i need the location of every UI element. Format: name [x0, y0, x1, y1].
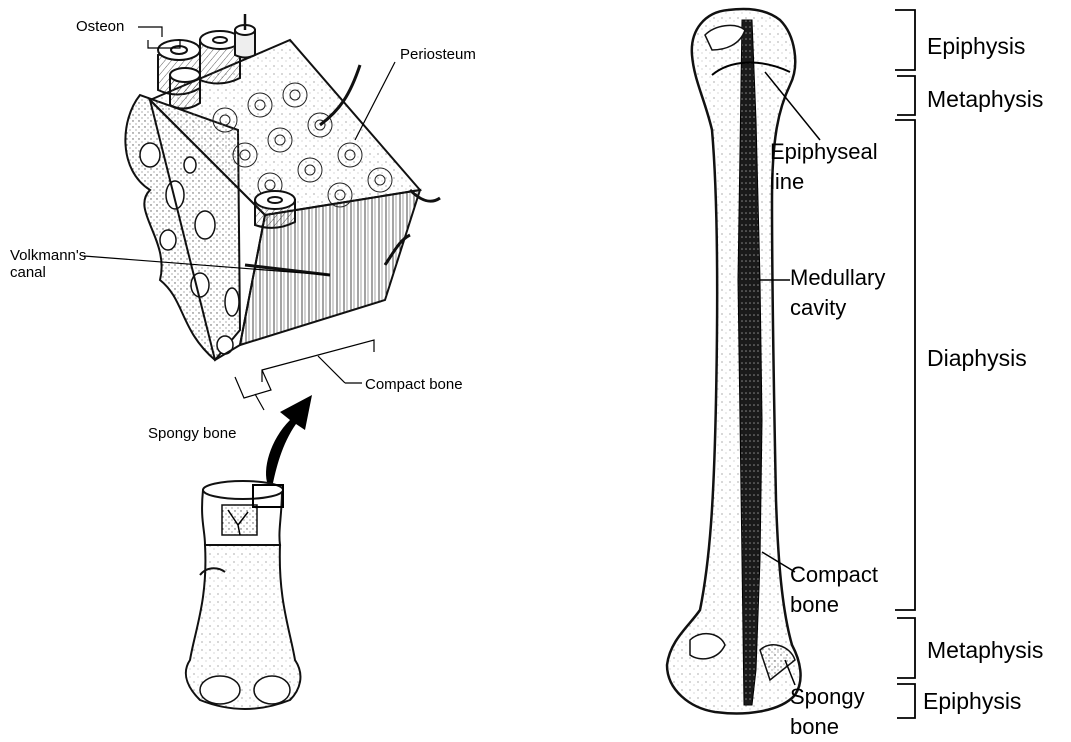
compact-bone-inner-label-line2: bone [790, 590, 900, 620]
metaphysis-top-label: Metaphysis [927, 86, 1043, 112]
compact-bone-inner-label-line1: Compact [790, 560, 900, 590]
volkmanns-canal-label-line2: canal [10, 264, 100, 281]
spongy-bone-inner-label-line1: Spongy [790, 682, 890, 712]
medullary-cavity-label-line1: Medullary [790, 263, 920, 293]
osteon-label: Osteon [76, 18, 124, 35]
medullary-cavity-label: Medullary cavity [790, 263, 920, 323]
epiphysis-bottom-label: Epiphysis [923, 688, 1021, 714]
magnify-arrow [266, 395, 312, 488]
epiphyseal-line-label-line2: line [770, 167, 920, 197]
epiphyseal-line-label: Epiphyseal line [770, 137, 920, 197]
volkmanns-canal-label: Volkmann's canal [10, 247, 100, 281]
long-bone-section [667, 9, 801, 713]
periosteum-label: Periosteum [400, 46, 476, 63]
cut-bone-diagram [186, 481, 301, 709]
long-bone-outline [667, 9, 801, 713]
compact-bone-inner-label: Compact bone [790, 560, 900, 620]
volkmanns-canal-label-line1: Volkmann's [10, 247, 100, 264]
epiphyseal-line-label-line1: Epiphyseal [770, 137, 920, 167]
spongy-bone-inner-label: Spongy bone [790, 682, 890, 742]
spongy-bone-label: Spongy bone [148, 425, 236, 442]
diaphysis-label: Diaphysis [927, 345, 1027, 371]
compact-bone-label: Compact bone [365, 376, 463, 393]
epiphysis-top-label: Epiphysis [927, 33, 1025, 59]
medullary-cavity-label-line2: cavity [790, 293, 920, 323]
metaphysis-bottom-label: Metaphysis [927, 637, 1043, 663]
